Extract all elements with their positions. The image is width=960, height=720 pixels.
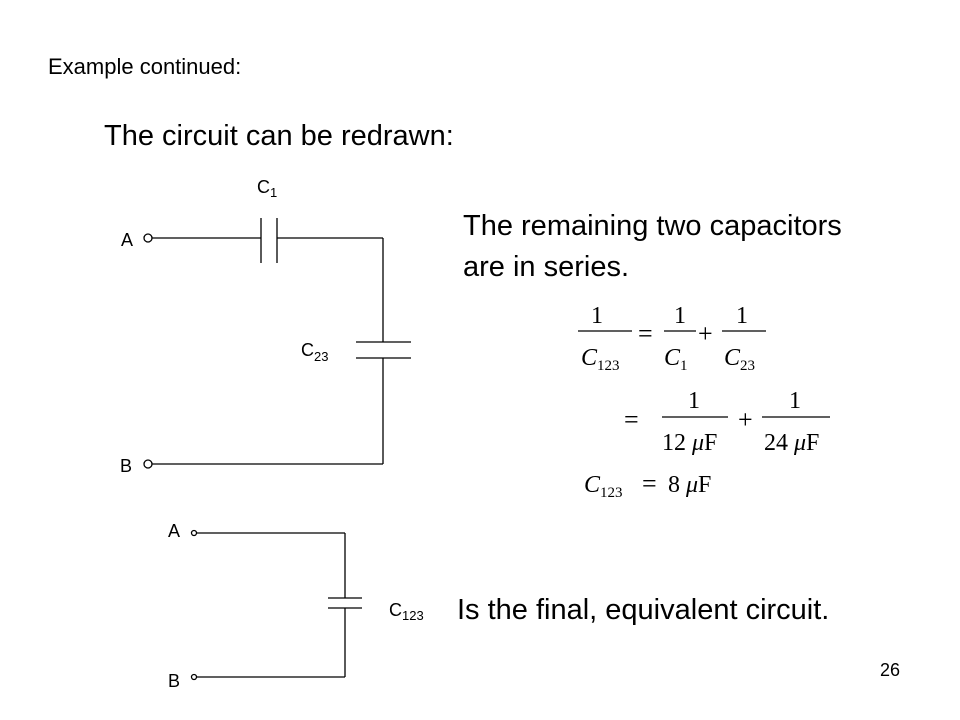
- eq1-plus-sign: +: [698, 319, 713, 348]
- eq1-numerator-left: 1: [591, 303, 603, 329]
- eq2-numerator-right: 1: [789, 388, 801, 414]
- eq1-denominator-right: C23: [724, 345, 755, 374]
- circuit-top: A C1 C23 B: [120, 177, 411, 476]
- eq1-numerator-mid: 1: [674, 303, 686, 329]
- eq2-equals-sign: =: [624, 405, 639, 434]
- terminal-a-node: [143, 233, 153, 243]
- final-terminal-a-node: [190, 529, 198, 537]
- eq3-lhs: C123: [584, 472, 623, 501]
- slide-heading: The circuit can be redrawn:: [104, 120, 454, 152]
- series-remark-line-2: are in series.: [463, 251, 630, 283]
- capacitor-c23-label: C23: [301, 340, 328, 364]
- eq1-denominator-left: C123: [581, 345, 620, 374]
- circuit-bottom: A C123 B: [168, 521, 424, 691]
- capacitor-c123-label: C123: [389, 600, 424, 623]
- terminal-b-node: [143, 459, 153, 469]
- eq1-denominator-mid: C1: [664, 345, 688, 374]
- page-number: 26: [880, 660, 901, 680]
- capacitor-c1-label: C1: [257, 177, 277, 200]
- slide-subtitle: Example continued:: [48, 54, 242, 79]
- final-circuit-note: Is the final, equivalent circuit.: [457, 594, 830, 626]
- series-remark: The remaining two capacitors are in seri…: [463, 206, 842, 288]
- terminal-a-label: A: [121, 230, 133, 250]
- final-terminal-a-label: A: [168, 521, 180, 541]
- equation-line-1: 1 C123 = 1 C1 + 1 C23: [578, 303, 766, 374]
- eq2-numerator-left: 1: [688, 388, 700, 414]
- final-terminal-b-node: [190, 673, 198, 681]
- eq1-equals-sign: =: [638, 319, 653, 348]
- terminal-b-label: B: [120, 456, 132, 476]
- series-remark-line-1: The remaining two capacitors: [463, 210, 842, 242]
- eq2-plus-sign: +: [738, 405, 753, 434]
- eq3-equals-sign: =: [642, 469, 657, 498]
- eq1-numerator-right: 1: [736, 303, 748, 329]
- final-terminal-b-label: B: [168, 671, 180, 691]
